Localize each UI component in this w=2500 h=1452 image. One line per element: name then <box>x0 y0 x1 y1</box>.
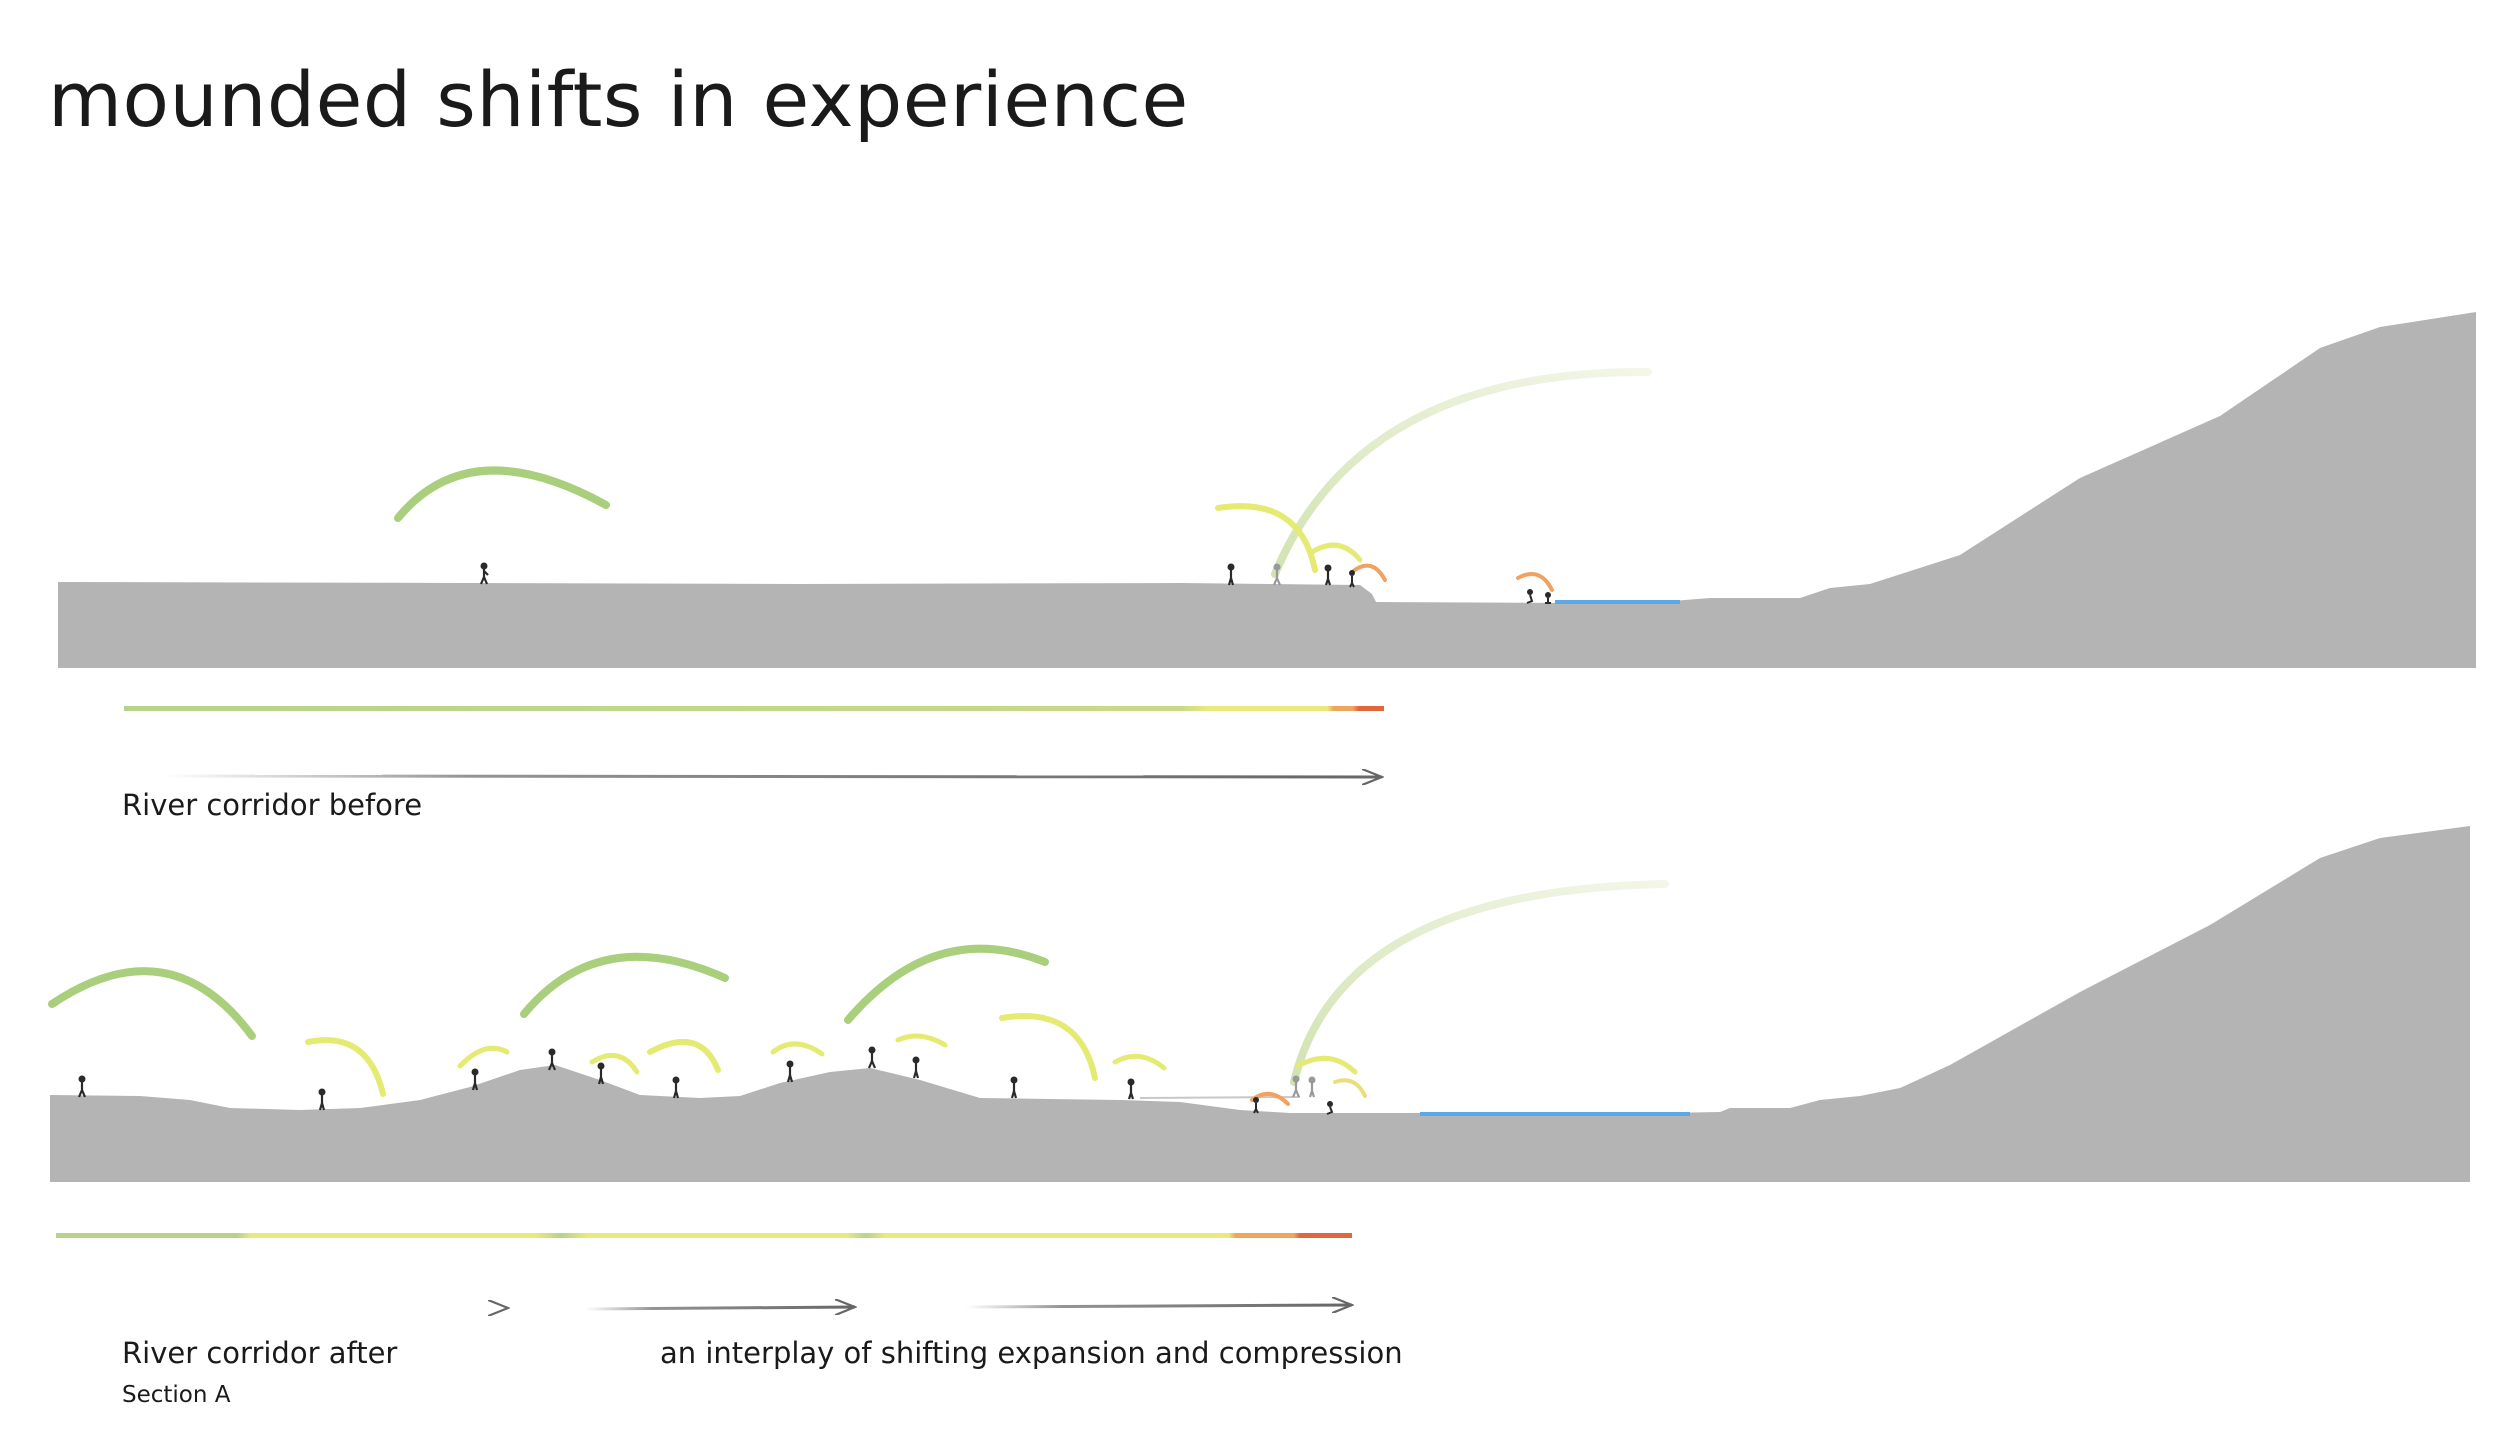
after-caption: River corridor after <box>122 1336 398 1370</box>
person-figure <box>597 1062 605 1085</box>
canopy-arc-large <box>520 952 729 1018</box>
person-figure <box>77 1075 87 1098</box>
direction-arrow-after-2 <box>584 1307 855 1309</box>
person-figure <box>1127 1078 1135 1100</box>
canopy-arc-large <box>48 967 256 1040</box>
person-figure <box>672 1076 680 1099</box>
person-figure <box>867 1046 877 1069</box>
person-figure <box>479 562 489 585</box>
canopy-arc-large <box>394 466 610 522</box>
direction-arrow-after-3 <box>964 1305 1352 1307</box>
section-caption: Section A <box>122 1382 231 1408</box>
canopy-arc-orange <box>1350 563 1387 582</box>
canopy-arc-yellow <box>999 1013 1098 1081</box>
page-title: mounded shifts in experience <box>48 55 1189 144</box>
interplay-caption: an interplay of shifting expansion and c… <box>660 1336 1403 1370</box>
after-ground <box>50 826 2470 1182</box>
experience-bar-after <box>56 1233 1352 1238</box>
person-figure <box>912 1056 920 1079</box>
before-ground <box>58 312 2476 668</box>
person-figure <box>318 1088 326 1111</box>
after-boardwalk <box>1139 1096 1301 1099</box>
canopy-arc-yellow-small <box>1333 1078 1367 1098</box>
person-figure <box>471 1068 479 1091</box>
canopy-arc-orange-small <box>1516 572 1554 592</box>
person-figure <box>786 1060 794 1083</box>
person-figure <box>1349 570 1355 588</box>
person-figure <box>547 1048 557 1071</box>
person-figure <box>1545 592 1551 604</box>
canopy-arc-yellow-small <box>1112 1053 1167 1071</box>
canopy-arc-yellow <box>647 1038 721 1073</box>
experience-bar-before <box>124 706 1384 711</box>
canopy-arc-yellow <box>305 1037 386 1097</box>
canopy-arc-yellow-small <box>770 1041 825 1057</box>
person-figure-faded <box>1308 1076 1316 1098</box>
before-caption: River corridor before <box>122 788 423 822</box>
canopy-arc-yellow-small <box>1295 1055 1358 1075</box>
person-figure <box>1227 563 1235 586</box>
canopy-arc-yellow-small <box>895 1033 948 1048</box>
person-figure <box>1526 589 1534 604</box>
after-section <box>48 826 2470 1309</box>
before-section <box>58 312 2476 777</box>
canopy-arc-pale-sweep <box>1271 367 1652 578</box>
person-figure-faded <box>1291 1075 1301 1098</box>
person-figure-faded <box>1272 563 1282 586</box>
canopy-arc-yellow <box>1215 503 1318 573</box>
canopy-arc-yellow-small <box>457 1045 510 1069</box>
person-figure <box>1253 1097 1259 1114</box>
person-figure <box>1326 1101 1334 1115</box>
person-figure <box>1010 1076 1018 1099</box>
direction-arrow-before <box>163 776 1382 777</box>
canopy-arc-pale-sweep <box>1290 880 1669 1086</box>
person-figure <box>1324 564 1332 586</box>
canopy-arc-yellow-small <box>589 1052 640 1075</box>
canopy-arc-yellow-small <box>1309 542 1363 563</box>
canopy-arc-large <box>844 944 1049 1024</box>
